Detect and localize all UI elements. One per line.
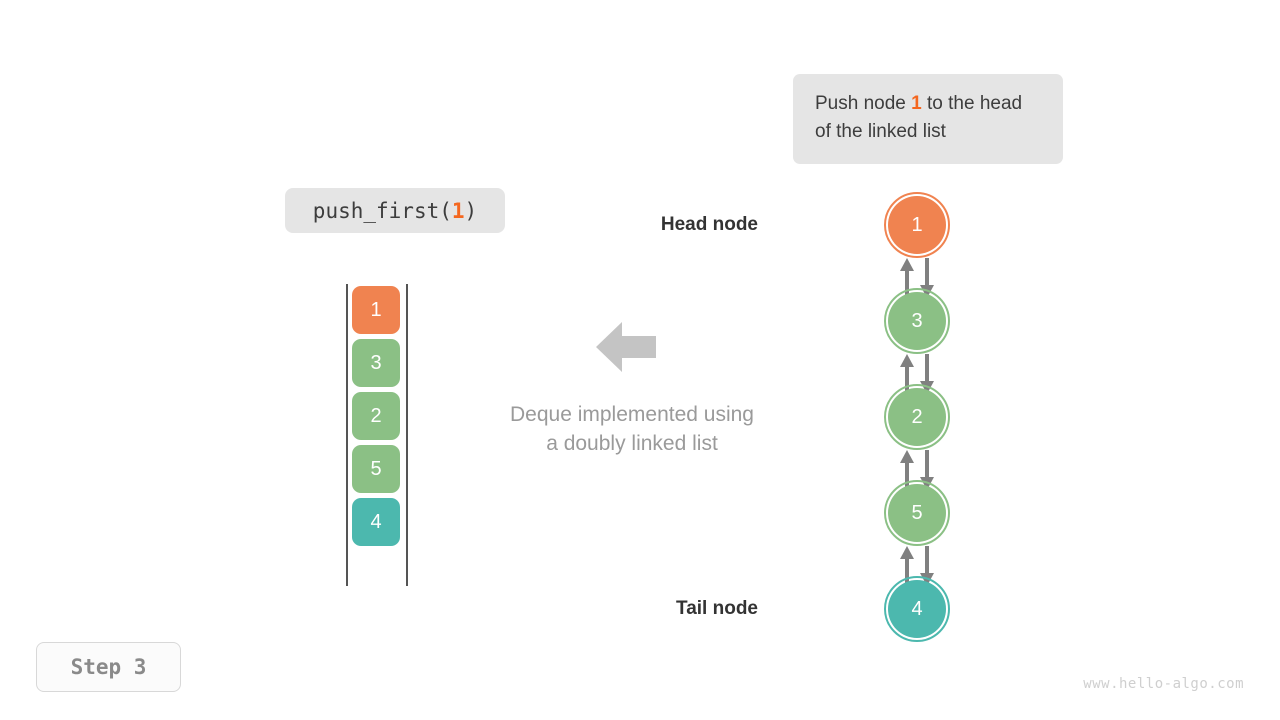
tail-node-label: Tail node xyxy=(676,598,758,619)
deque-cell: 4 xyxy=(352,498,400,546)
list-node-ring xyxy=(884,480,950,546)
deque-cell-value: 5 xyxy=(370,457,382,480)
deque-cell: 2 xyxy=(352,392,400,440)
deque-cell-value: 3 xyxy=(370,351,382,374)
list-node-value: 2 xyxy=(911,405,923,428)
operation-close-paren: ) xyxy=(464,198,478,223)
list-node: 3 xyxy=(884,288,950,354)
callout-accent-value: 1 xyxy=(911,93,922,114)
callout-text-before: Push node xyxy=(815,93,912,114)
list-node: 1 xyxy=(884,192,950,258)
list-node-value: 5 xyxy=(911,501,923,524)
deque-array: 1 3 2 5 4 xyxy=(345,284,409,586)
callout-text-after: to the head of the linked list xyxy=(815,93,1023,142)
deque-right-rail xyxy=(406,284,408,586)
deque-cell: 5 xyxy=(352,445,400,493)
deque-cell-value: 1 xyxy=(370,298,382,321)
push-callout: Push node 1 to the head of the linked li… xyxy=(793,74,1063,164)
operation-name: push_first( xyxy=(312,198,452,223)
caption-line-2: a doubly linked list xyxy=(546,432,718,455)
deque-cell: 3 xyxy=(352,339,400,387)
watermark: www.hello-algo.com xyxy=(1083,676,1244,692)
list-node-value: 3 xyxy=(911,309,923,332)
list-node-ring xyxy=(884,192,950,258)
deque-cell-value: 4 xyxy=(370,510,382,533)
deque-left-rail xyxy=(346,284,348,586)
doubly-linked-list: 1 3 2 5 4 Head node Tail node xyxy=(661,190,970,645)
operation-argument: 1 xyxy=(451,198,465,223)
deque-cell: 1 xyxy=(352,286,400,334)
step-badge: Step 3 xyxy=(36,642,181,692)
list-node-ring xyxy=(884,576,950,642)
deque-caption: Deque implemented using a doubly linked … xyxy=(452,400,812,458)
list-node-ring xyxy=(884,384,950,450)
list-node-value: 1 xyxy=(911,213,923,236)
deque-cell-value: 2 xyxy=(370,404,382,427)
list-node: 5 xyxy=(884,480,950,546)
list-node-value: 4 xyxy=(911,597,923,620)
caption-line-1: Deque implemented using xyxy=(510,403,754,426)
operation-label: push_first(1) xyxy=(285,188,505,233)
list-node: 4 xyxy=(884,576,950,642)
head-node-label: Head node xyxy=(660,214,758,235)
list-node-ring xyxy=(884,288,950,354)
mapping-arrow-left-icon xyxy=(596,322,656,372)
list-node: 2 xyxy=(884,384,950,450)
